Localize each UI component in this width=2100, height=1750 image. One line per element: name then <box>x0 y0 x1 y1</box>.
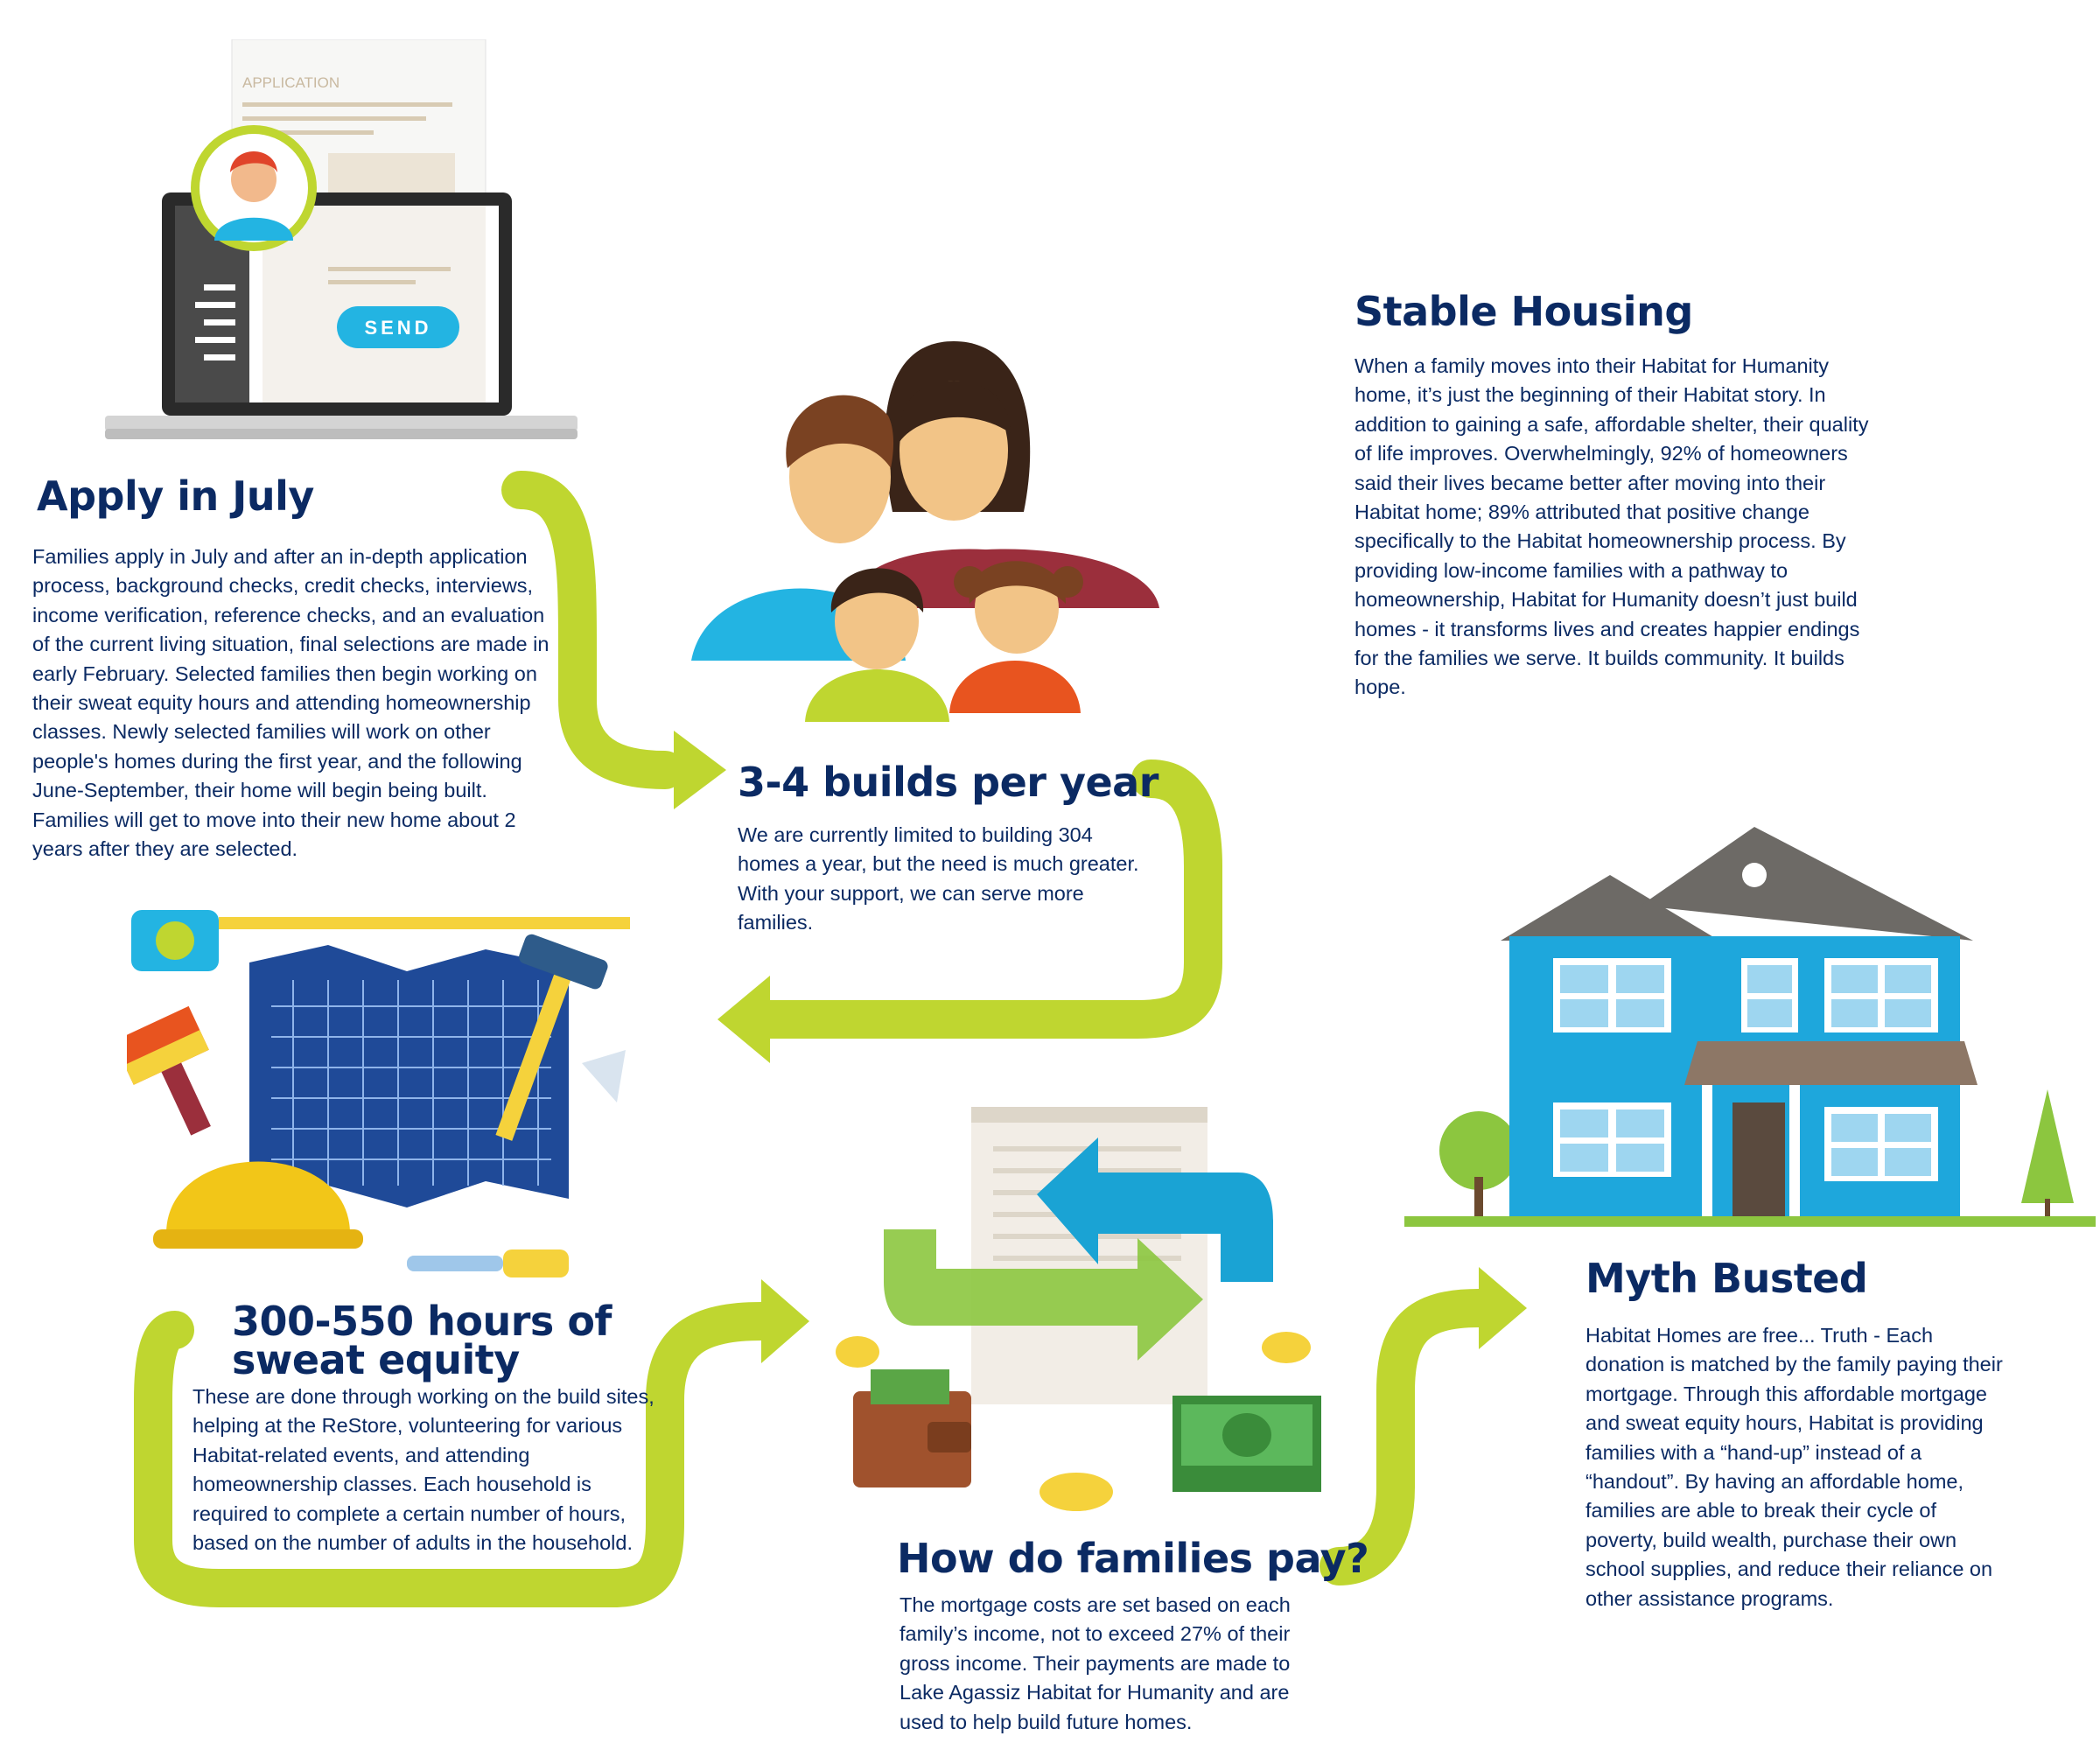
builds-body: We are currently limited to building 304… <box>738 823 1139 934</box>
payment-illustration <box>836 1107 1321 1511</box>
stable-title: Stable Housing <box>1354 288 1693 335</box>
apply-title: Apply in July <box>37 472 314 520</box>
arrowhead-sweat <box>718 976 770 1063</box>
send-label: SEND <box>364 317 431 339</box>
pay-body: The mortgage costs are set based on each… <box>900 1593 1291 1733</box>
arrow-sweat-to-pay <box>134 1302 780 1607</box>
builds-title: 3-4 builds per year <box>738 759 1158 806</box>
family-illustration <box>691 341 1159 722</box>
sweat-title-line-1: 300-550 hours of <box>232 1298 612 1345</box>
stable-body: When a family moves into their Habitat f… <box>1354 354 1869 699</box>
application-label: APPLICATION <box>242 74 340 91</box>
arrow-builds-to-sweat <box>742 760 1222 1039</box>
construction-tools-illustration <box>127 910 630 1278</box>
sweat-body: These are done through working on the bu… <box>192 1385 654 1555</box>
myth-body: Habitat Homes are free... Truth - Each d… <box>1586 1324 2003 1610</box>
arrowhead-myth <box>1479 1267 1527 1349</box>
arrowhead-pay <box>761 1279 809 1363</box>
myth-title: Myth Busted <box>1586 1255 1868 1302</box>
pay-title: How do families pay? <box>897 1535 1369 1582</box>
house-illustration <box>1404 827 2096 1227</box>
arrow-apply-to-builds <box>501 471 684 789</box>
arrow-pay-to-myth <box>1320 1289 1498 1586</box>
application-laptop-illustration: APPLICATION SEND <box>105 39 578 439</box>
sweat-title-line-2: sweat equity <box>232 1336 520 1383</box>
apply-body: Families apply in July and after an in-d… <box>32 545 550 861</box>
arrowhead-builds <box>674 731 726 809</box>
sweat-title: 300-550 hours of sweat equity <box>232 1298 612 1383</box>
